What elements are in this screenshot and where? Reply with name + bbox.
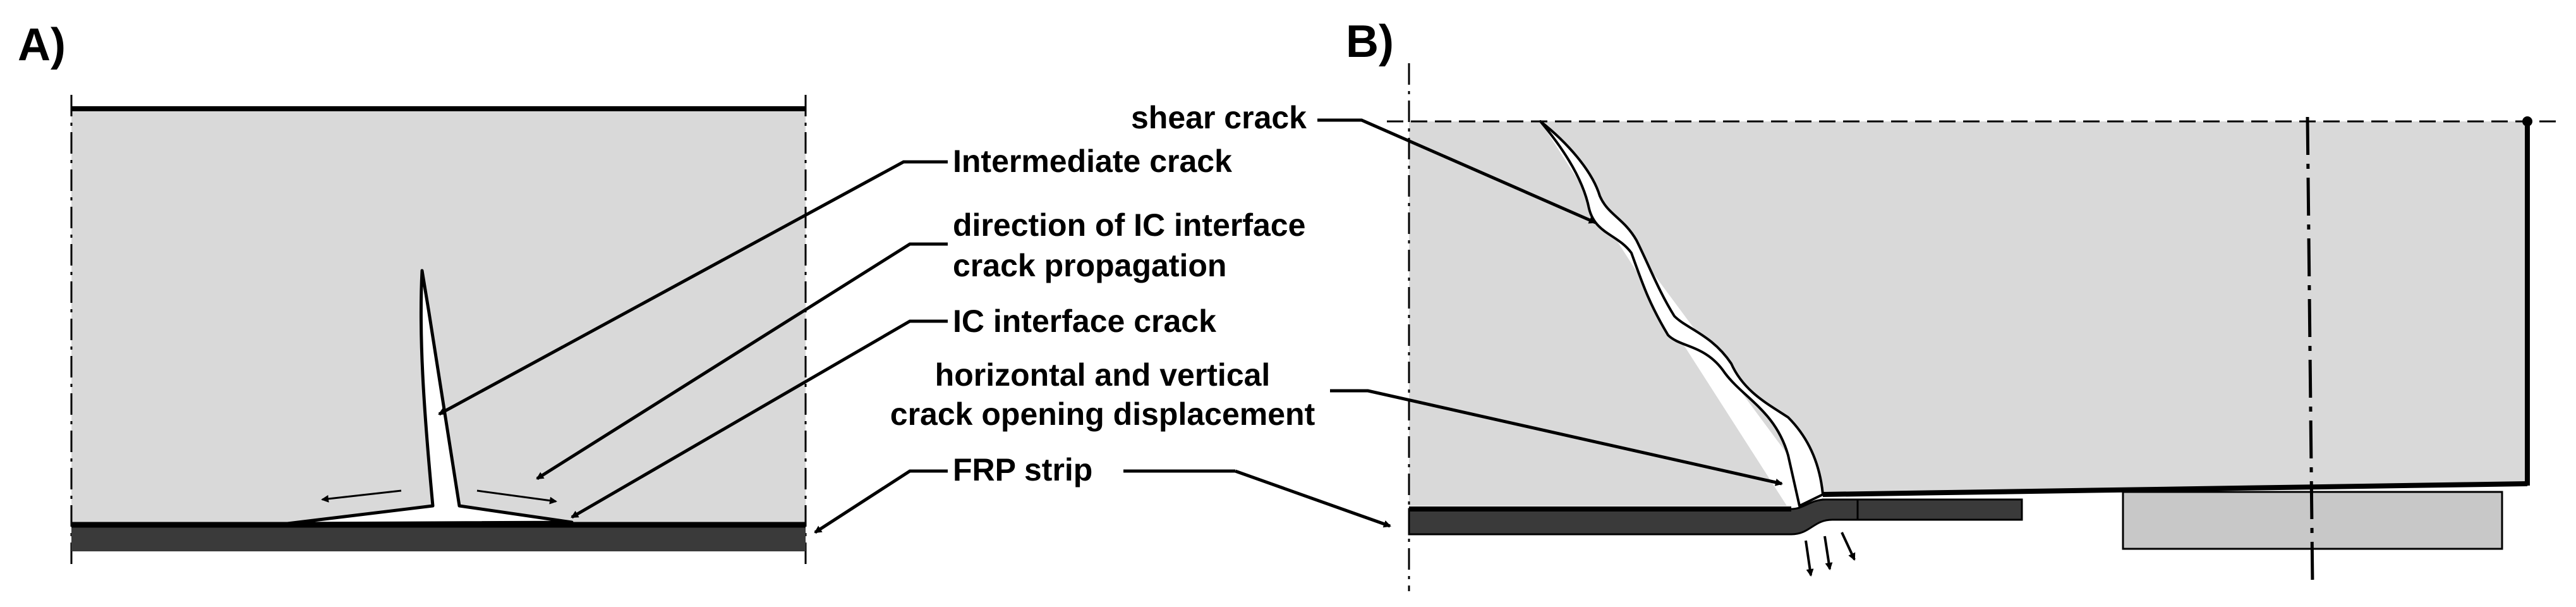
callout-opening-line2: crack opening displacement <box>890 396 1315 432</box>
panel-b-displacement-arrow-3 <box>1841 532 1856 561</box>
callout-shear-crack: shear crack <box>1131 100 1307 135</box>
panel-b-axis-line <box>2306 116 2314 586</box>
panel-b-concrete-right <box>1540 121 2527 494</box>
panel-b-displacement-arrow-2 <box>1823 536 1833 570</box>
callout-ic-interface-crack: IC interface crack <box>953 304 1216 339</box>
panel-b-shear-crack <box>1539 120 1824 507</box>
callout-opening-line1: horizontal and vertical <box>935 357 1271 393</box>
panel-b-concrete-left <box>1409 121 1787 506</box>
panel-b-leader-opening-displacement <box>1330 389 1783 486</box>
panel-a-frp-strip <box>71 525 806 551</box>
panel-a: A) Intermediate crack direction of IC in… <box>18 20 1305 566</box>
panel-b: B) shear crack horizontal and vertical <box>890 16 2562 591</box>
panel-a-propagation-arrow-left <box>321 489 402 503</box>
panel-b-leader-frp-strip <box>1235 469 1391 528</box>
panel-a-leader-ic-interface-crack <box>571 319 948 519</box>
callout-direction-line1: direction of IC interface <box>953 207 1305 243</box>
panel-a-leader-direction <box>536 242 948 481</box>
panel-a-leader-frp-strip <box>814 469 948 534</box>
panel-a-leader-intermediate-crack <box>438 160 948 416</box>
panel-a-label: A) <box>18 20 66 70</box>
panel-b-corner-dot <box>2522 116 2532 126</box>
panel-b-beam-bottom-edge <box>1822 481 2528 497</box>
panel-b-leader-shear-crack <box>1317 118 1597 224</box>
callout-intermediate-crack: Intermediate crack <box>953 144 1232 179</box>
callout-frp-strip: FRP strip <box>953 452 1092 487</box>
panel-b-frp-strip-left <box>1408 498 1859 536</box>
panel-b-displacement-arrow-1 <box>1805 540 1814 577</box>
panel-b-label: B) <box>1346 16 1394 67</box>
panel-a-intermediate-crack <box>286 269 574 525</box>
panel-a-propagation-arrow-right <box>476 489 557 505</box>
callout-direction-line2: crack propagation <box>953 248 1226 283</box>
